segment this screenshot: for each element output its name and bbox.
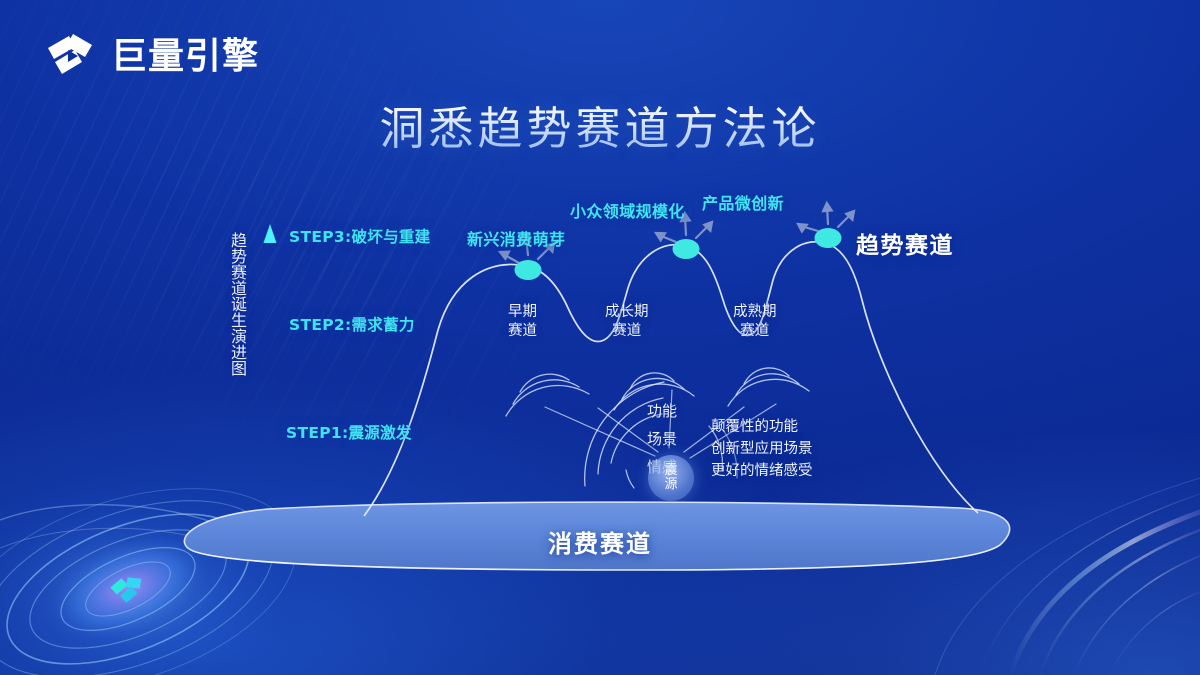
stage-label-2-line2: 赛道 bbox=[740, 323, 770, 340]
cyan-node-icon bbox=[814, 228, 842, 248]
epicentre-line2: 源 bbox=[664, 477, 678, 492]
trend-track-heading: 趋势赛道 bbox=[856, 233, 954, 259]
vertical-axis bbox=[263, 224, 277, 519]
stage-label-1-line2: 赛道 bbox=[612, 323, 642, 340]
peak-label-1: 小众领域规模化 bbox=[570, 202, 685, 221]
cyan-node-icon bbox=[514, 260, 542, 280]
stage-label-2: 成熟期 赛道 bbox=[733, 303, 777, 341]
axis-caption: 趋势赛道诞生演进图 bbox=[228, 232, 247, 376]
peak-label-0: 新兴消费萌芽 bbox=[467, 230, 566, 249]
light-streak-decoration bbox=[934, 477, 1200, 675]
stage-label-1-line1: 成长期 bbox=[605, 304, 649, 320]
step-label-2: STEP2:需求蓄力 bbox=[289, 316, 415, 334]
stage-label-1: 成长期 赛道 bbox=[605, 303, 649, 341]
epicentre-line1: 震 bbox=[664, 463, 678, 479]
dimension-label-1: 场景 bbox=[647, 430, 678, 448]
outcome-label-1: 创新型应用场景 bbox=[711, 441, 813, 457]
stage-label-0: 早期 赛道 bbox=[508, 303, 537, 341]
peak-label-2: 产品微创新 bbox=[702, 194, 785, 213]
step-label-3: STEP3:破坏与重建 bbox=[289, 228, 431, 246]
stage-label-0-line1: 早期 bbox=[508, 304, 537, 320]
stage-label-0-line2: 赛道 bbox=[508, 323, 537, 340]
page-title: 洞悉趋势赛道方法论 bbox=[0, 92, 1200, 157]
cyan-node-icon bbox=[672, 239, 700, 259]
outcome-label-2: 更好的情绪感受 bbox=[711, 463, 813, 479]
dimension-label-0: 功能 bbox=[647, 402, 678, 420]
swirl-decoration bbox=[0, 470, 320, 675]
epicentre-badge: 震 源 bbox=[648, 455, 694, 501]
step-label-1: STEP1:震源激发 bbox=[286, 424, 412, 442]
outcome-label-0: 颠覆性的功能 bbox=[711, 419, 798, 435]
brand-wordmark: 巨量引擎 bbox=[111, 35, 260, 76]
brand-logo: 巨量引擎 bbox=[42, 28, 259, 84]
peak-burst-arrows-2 bbox=[796, 200, 856, 234]
consumption-band-caption: 消费赛道 bbox=[548, 530, 652, 558]
ocean-engine-glow-mark bbox=[110, 577, 142, 603]
stage-label-2-line1: 成熟期 bbox=[733, 304, 777, 320]
up-arrow-icon bbox=[263, 224, 277, 243]
ocean-engine-pinwheel-icon bbox=[48, 34, 92, 74]
